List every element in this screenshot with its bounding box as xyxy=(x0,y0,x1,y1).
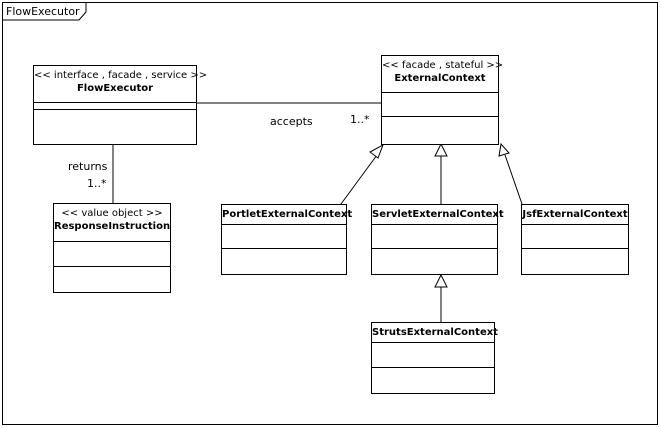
struts-external-context-class[interactable]: StrutsExternalContext xyxy=(371,322,498,394)
flow-executor-class[interactable]: << interface , facade , service >> FlowE… xyxy=(33,65,208,145)
frame-title: FlowExecutor xyxy=(6,5,80,18)
jsf-generalization-line xyxy=(504,154,523,205)
servlet-external-context-name: ServletExternalContext xyxy=(372,209,504,220)
returns-label: returns xyxy=(68,160,108,173)
flow-executor-name: FlowExecutor xyxy=(76,83,154,94)
portlet-generalization-line xyxy=(340,154,378,205)
jsf-generalization-arrowhead xyxy=(498,142,510,157)
accepts-label: accepts xyxy=(270,115,313,128)
external-context-stereotype: << facade , stateful >> xyxy=(382,60,504,71)
external-context-name: ExternalContext xyxy=(394,73,486,84)
portlet-external-context-class[interactable]: PortletExternalContext xyxy=(221,204,353,275)
response-instruction-stereotype: << value object >> xyxy=(61,208,163,219)
response-instruction-attributes xyxy=(54,242,170,267)
jsf-external-context-name: JsfExternalContext xyxy=(522,209,628,220)
portlet-external-context-attributes xyxy=(222,225,346,249)
frame-tab xyxy=(2,2,88,21)
flow-executor-stereotype: << interface , facade , service >> xyxy=(34,70,208,81)
servlet-external-context-attributes xyxy=(372,225,497,249)
servlet-external-context-class[interactable]: ServletExternalContext xyxy=(371,204,504,275)
response-instruction-name: ResponseInstruction xyxy=(54,221,171,232)
external-context-class[interactable]: << facade , stateful >> ExternalContext xyxy=(381,55,504,145)
struts-generalization-arrowhead xyxy=(434,273,448,288)
returns-multiplicity: 1..* xyxy=(87,177,107,190)
flow-executor-attributes xyxy=(34,103,196,110)
portlet-external-context-name: PortletExternalContext xyxy=(222,209,353,220)
struts-external-context-attributes xyxy=(372,343,494,368)
portlet-generalization-arrowhead xyxy=(369,143,384,159)
jsf-external-context-class[interactable]: JsfExternalContext xyxy=(521,204,629,275)
servlet-generalization-arrowhead xyxy=(434,142,448,157)
response-instruction-class[interactable]: << value object >> ResponseInstruction xyxy=(53,203,171,293)
external-context-attributes xyxy=(382,93,498,117)
accepts-multiplicity: 1..* xyxy=(350,113,370,126)
struts-external-context-name: StrutsExternalContext xyxy=(372,327,498,338)
jsf-external-context-attributes xyxy=(522,225,628,249)
